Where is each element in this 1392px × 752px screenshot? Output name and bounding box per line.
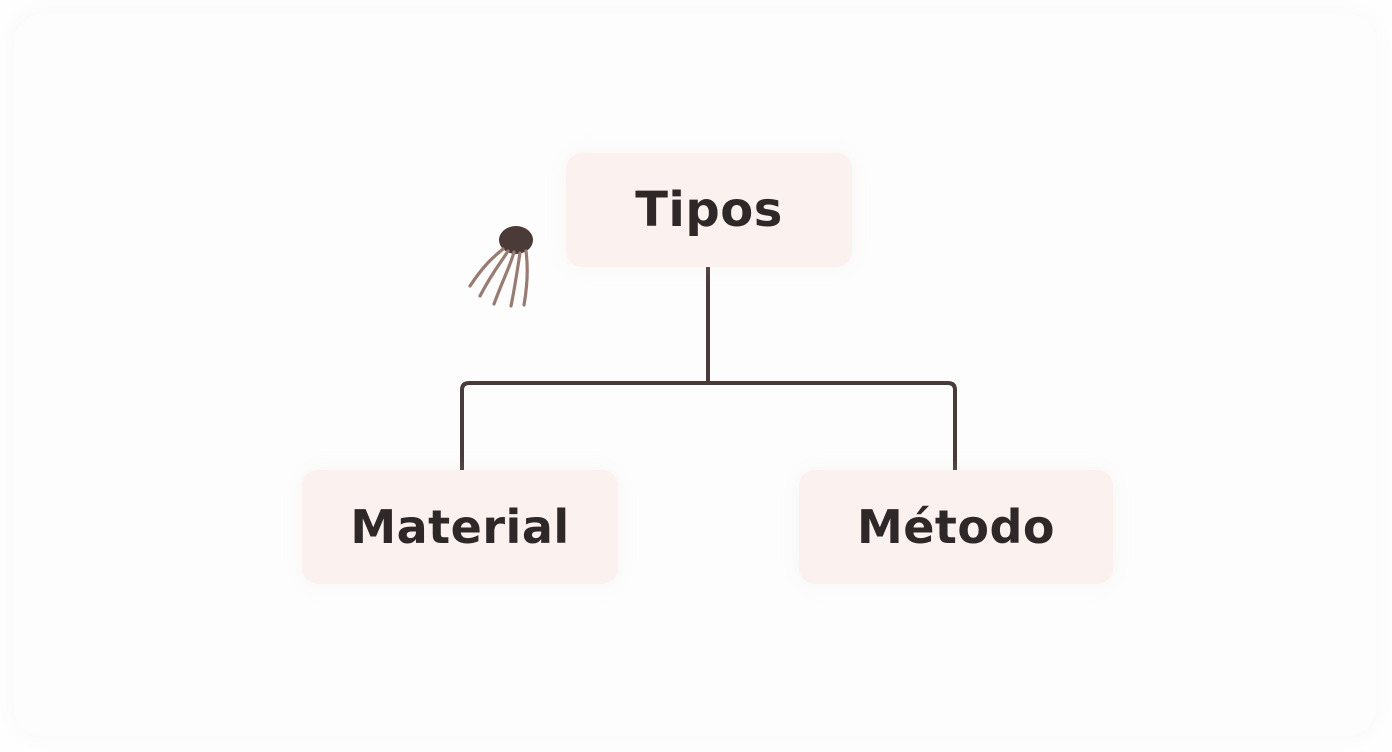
jellyfish-icon-bell <box>499 226 533 254</box>
node-metodo: Método <box>799 470 1113 584</box>
jellyfish-icon-tentacle-1 <box>468 247 505 288</box>
node-tipos: Tipos <box>566 153 852 267</box>
diagram-frame <box>14 14 1376 736</box>
jellyfish-icon-tentacle-5 <box>522 249 529 307</box>
jellyfish-icon-tentacle-4 <box>509 251 522 308</box>
node-metodo-label: Método <box>856 500 1056 554</box>
jellyfish-icon-tentacle-3 <box>492 250 516 306</box>
jellyfish-icon <box>468 226 533 308</box>
jellyfish-icon-tentacle-2 <box>478 249 510 298</box>
node-material-label: Material <box>350 500 570 554</box>
node-tipos-label: Tipos <box>635 182 783 238</box>
node-material: Material <box>302 470 618 584</box>
